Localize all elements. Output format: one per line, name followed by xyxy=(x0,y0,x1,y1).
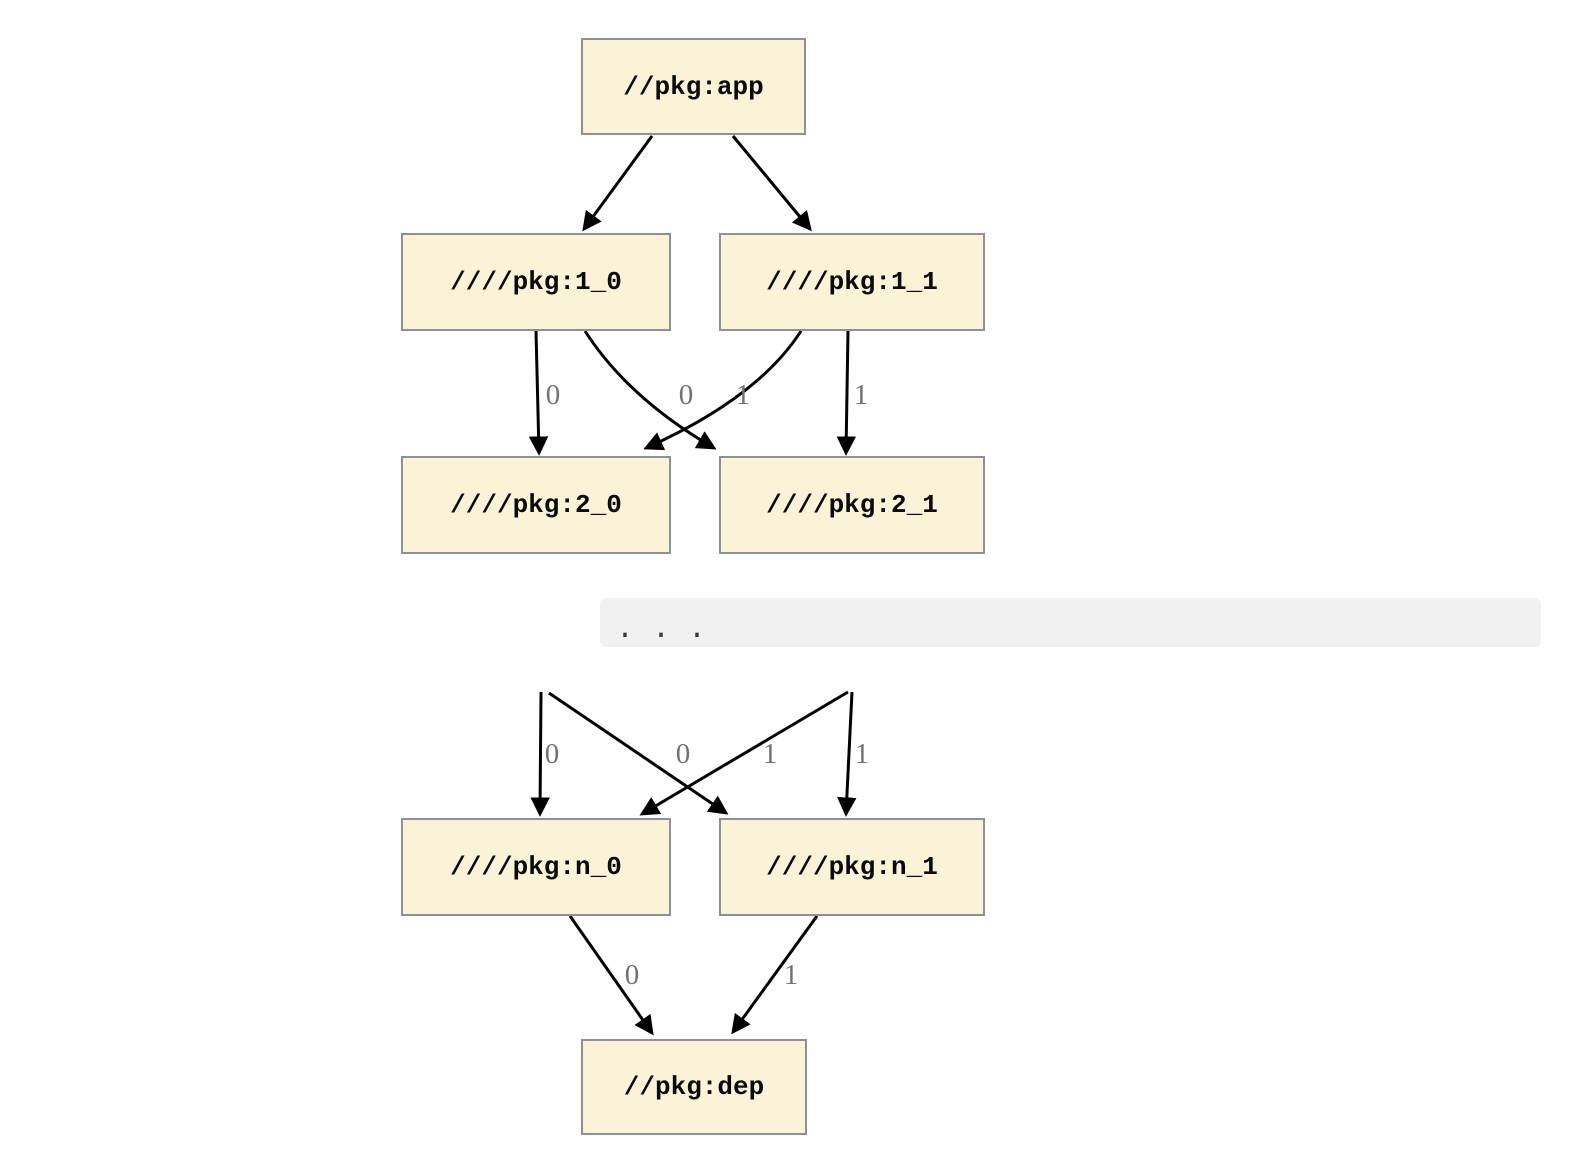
edge-ellipsis-cross-to-pkgn-1 xyxy=(548,691,729,815)
edge-label-pkgn-0-to-dep: 0 xyxy=(625,959,640,991)
edge-pkgn-0-to-dep xyxy=(568,915,654,1036)
node-pkg-2-1-label: ////pkg:2_1 xyxy=(766,490,938,520)
node-pkg-n-0: ////pkg:n_0 xyxy=(401,818,671,916)
edge-app-to-pkg1-0 xyxy=(582,135,654,232)
node-pkg-app: //pkg:app xyxy=(581,38,806,135)
node-pkg-1-1: ////pkg:1_1 xyxy=(719,233,985,331)
edge-label-pkgn-1-to-dep: 1 xyxy=(784,959,799,991)
edge-label-ellipsis-to-pkgn-1: 1 xyxy=(855,738,870,770)
edge-label-pkg1-1-to-pkg2-0: 0 xyxy=(679,379,694,411)
node-pkg-n-1: ////pkg:n_1 xyxy=(719,818,985,916)
node-pkg-2-0: ////pkg:2_0 xyxy=(401,456,671,554)
node-pkg-dep-label: //pkg:dep xyxy=(623,1072,765,1102)
edge-label-ellipsis-to-pkgn-0: 0 xyxy=(545,738,560,770)
ellipsis-text: . . . xyxy=(616,613,707,647)
edge-label-pkg1-1-to-pkg2-1: 1 xyxy=(854,379,869,411)
edge-pkg1-0-to-pkg2-1 xyxy=(583,330,717,450)
edge-ellipsis-to-pkgn-1 xyxy=(837,691,857,817)
edge-app-to-pkg1-1 xyxy=(731,135,812,232)
edge-pkg1-1-to-pkg2-0 xyxy=(643,330,803,451)
edge-label-pkg1-0-to-pkg2-1: 1 xyxy=(736,379,751,411)
ellipsis-band: . . . xyxy=(600,598,1541,647)
edge-label-ellipsis-cross-to-pkgn-1: 1 xyxy=(763,738,778,770)
edge-label-pkg1-0-to-pkg2-0: 0 xyxy=(546,379,561,411)
node-pkg-1-1-label: ////pkg:1_1 xyxy=(766,267,938,297)
edge-pkg1-1-to-pkg2-1 xyxy=(836,330,857,456)
edge-pkgn-1-to-dep xyxy=(731,915,819,1035)
edge-label-ellipsis-cross-to-pkgn-0: 0 xyxy=(676,738,691,770)
node-pkg-app-label: //pkg:app xyxy=(623,71,764,102)
node-pkg-2-0-label: ////pkg:2_0 xyxy=(450,490,622,520)
node-pkg-dep: //pkg:dep xyxy=(581,1039,807,1135)
node-pkg-n-1-label: ////pkg:n_1 xyxy=(766,852,938,882)
node-pkg-1-0: ////pkg:1_0 xyxy=(401,233,671,331)
node-pkg-n-0-label: ////pkg:n_0 xyxy=(450,852,622,882)
node-pkg-1-0-label: ////pkg:1_0 xyxy=(450,267,622,297)
node-pkg-2-1: ////pkg:2_1 xyxy=(719,456,985,554)
edge-ellipsis-to-pkgn-0 xyxy=(530,691,550,817)
edge-ellipsis-cross-to-pkgn-0 xyxy=(639,690,849,816)
edge-pkg1-0-to-pkg2-0 xyxy=(528,330,549,456)
